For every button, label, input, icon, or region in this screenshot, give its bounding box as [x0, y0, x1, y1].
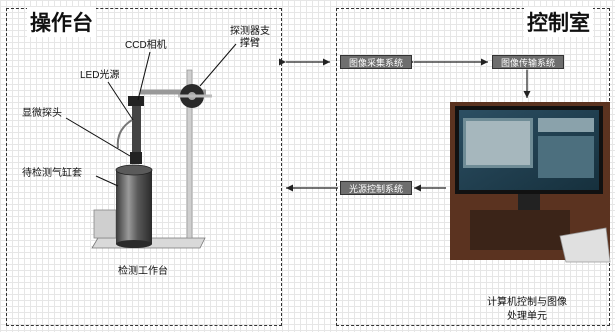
led-light-label: LED光源: [80, 70, 120, 81]
workstation-label: 检测工作台: [118, 266, 168, 277]
cylinder-liner: [115, 164, 153, 248]
arm-leader: [199, 43, 237, 87]
probe-assembly: [116, 96, 144, 164]
support-pole: [186, 69, 193, 239]
microscope-probe-label: 显微探头: [22, 108, 62, 119]
computer-workstation: [450, 102, 611, 263]
control-room-title: 控制室: [524, 7, 593, 37]
cylinder-leader: [95, 175, 119, 187]
ccd-leader: [137, 51, 151, 101]
image-transfer-box: 图像传输系统: [492, 55, 564, 69]
ccd-camera-label: CCD相机: [125, 40, 167, 51]
cylinder-label: 待检测气缸套: [22, 168, 82, 179]
operation-panel-title: 操作台: [27, 7, 96, 37]
image-acquisition-box: 图像采集系统: [340, 55, 412, 69]
probe-arm: [140, 84, 212, 108]
operation-panel: 操作台: [6, 7, 282, 326]
led-leader: [107, 81, 134, 121]
probe-arm-label: 探测器支撑臂: [230, 26, 270, 49]
computer-label: 计算机控制与图像处理单元: [487, 297, 567, 322]
light-control-box: 光源控制系统: [340, 181, 412, 195]
probe-leader: [65, 117, 131, 157]
